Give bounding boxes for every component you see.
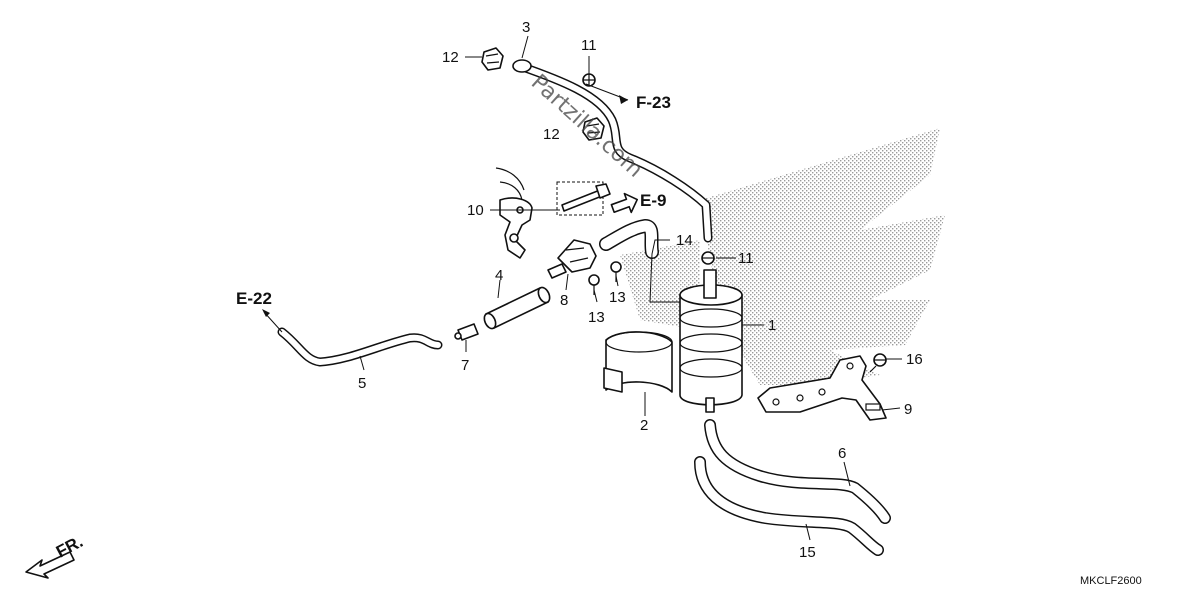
leader-lines bbox=[359, 35, 902, 541]
part-13-screw-a bbox=[588, 274, 600, 295]
part-12-clip-mid bbox=[582, 117, 605, 141]
reference-e9: E-9 bbox=[640, 191, 666, 210]
callout-2: 2 bbox=[640, 417, 648, 434]
callout-12-mid: 12 bbox=[543, 126, 560, 143]
part-10-bracket bbox=[495, 167, 533, 259]
callout-3: 3 bbox=[522, 19, 530, 36]
bolt bbox=[561, 183, 611, 212]
callout-15: 15 bbox=[799, 544, 816, 561]
part-16-bolt bbox=[869, 353, 887, 373]
part-2-band bbox=[603, 331, 673, 393]
callout-1: 1 bbox=[768, 317, 776, 334]
part-14-hose bbox=[599, 219, 659, 259]
part-7-joint bbox=[454, 323, 479, 341]
callout-11-lower: 11 bbox=[738, 250, 754, 267]
callout-4: 4 bbox=[495, 267, 503, 284]
part-1-canister bbox=[679, 269, 743, 413]
part-8-valve bbox=[547, 239, 597, 279]
part-9-bracket bbox=[757, 355, 887, 421]
part-13-screw-b bbox=[610, 261, 622, 282]
callout-14: 14 bbox=[676, 232, 693, 249]
callout-7: 7 bbox=[461, 357, 469, 374]
diagram-code: MKCLF2600 bbox=[1080, 575, 1142, 587]
e22-arrow-head bbox=[262, 309, 270, 317]
part-6-hose bbox=[704, 419, 891, 524]
e9-arrow-icon bbox=[610, 192, 639, 214]
part-11-clip-top bbox=[582, 73, 596, 87]
callout-13-a: 13 bbox=[588, 309, 605, 326]
callout-12-top: 12 bbox=[442, 49, 459, 66]
front-arrow-icon bbox=[25, 551, 75, 579]
reference-f23: F-23 bbox=[636, 93, 671, 112]
callout-10: 10 bbox=[467, 202, 484, 219]
part-12-clip-top bbox=[481, 47, 504, 71]
callout-9: 9 bbox=[904, 401, 912, 418]
callout-13-b: 13 bbox=[609, 289, 626, 306]
callout-8: 8 bbox=[560, 292, 568, 309]
f23-arrow-head bbox=[619, 95, 628, 104]
part-11-clip-lower bbox=[701, 251, 715, 265]
callout-6: 6 bbox=[838, 445, 846, 462]
callout-5: 5 bbox=[358, 375, 366, 392]
reference-e22: E-22 bbox=[236, 289, 272, 308]
callout-11-top: 11 bbox=[581, 37, 597, 54]
part-5-hose bbox=[277, 327, 443, 367]
part-4-pipe bbox=[483, 286, 551, 330]
callout-16: 16 bbox=[906, 351, 923, 368]
hose-end-fitting bbox=[512, 59, 532, 73]
part-3-hose bbox=[512, 59, 713, 243]
part-15-hose bbox=[694, 456, 884, 556]
bolt-detail-box bbox=[556, 181, 604, 216]
